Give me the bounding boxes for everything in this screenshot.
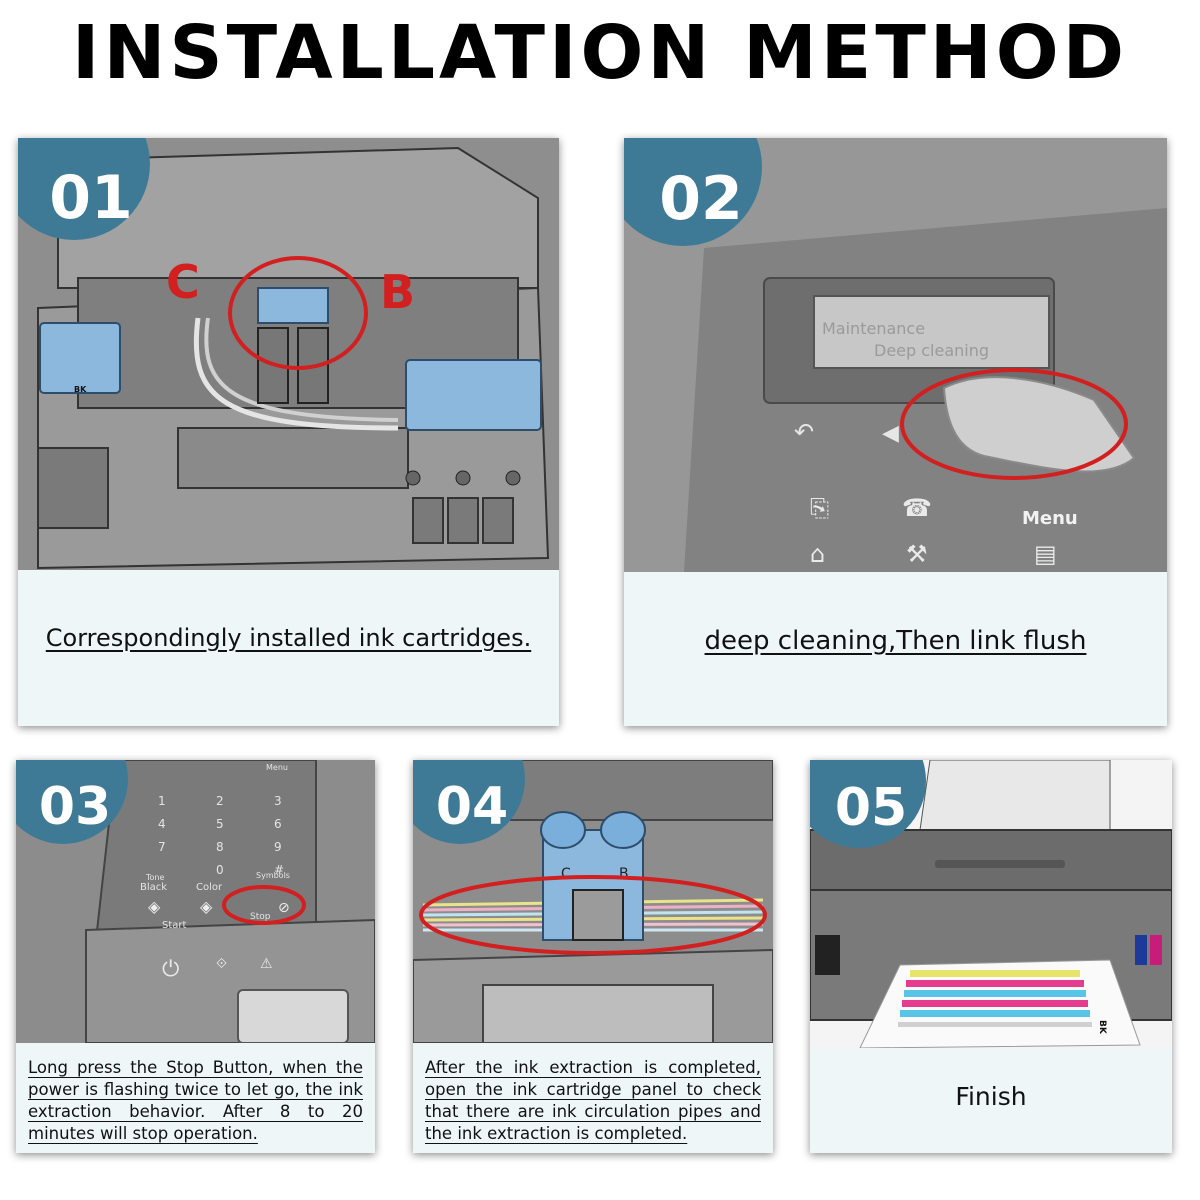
screen-line-1: Maintenance: [822, 319, 925, 338]
copy-icon: ⎘: [810, 494, 829, 522]
menu-icon: ▤: [1034, 540, 1057, 568]
symbols-label: Symbols: [256, 871, 290, 880]
printer-test-print-drawing: BK: [810, 760, 1172, 1048]
menu-label: Menu: [266, 763, 288, 772]
step-02-caption: deep cleaning,Then link flush: [704, 626, 1087, 656]
svg-text:8: 8: [216, 840, 224, 854]
step-01-caption: Correspondingly installed ink cartridges…: [45, 624, 532, 652]
svg-text:#: #: [274, 863, 284, 877]
stop-label: Stop: [250, 912, 271, 922]
back-icon: ↶: [794, 418, 814, 446]
svg-text:9: 9: [274, 840, 282, 854]
svg-text:5: 5: [216, 817, 224, 831]
step-number-badge: 03: [16, 760, 128, 844]
step-card-04: C B 04 After the ink extraction is compl…: [413, 760, 773, 1153]
black-label: Black: [140, 882, 167, 893]
step-card-05: BK 05 Finish: [810, 760, 1172, 1153]
step-number-badge: 01: [18, 138, 150, 240]
svg-text:7: 7: [158, 840, 166, 854]
printer-cartridge-bay-drawing: C B BK: [18, 138, 559, 570]
start-label: Start: [162, 920, 187, 931]
label-b: B: [619, 866, 629, 882]
step-number-badge: 02: [624, 138, 762, 246]
svg-text:4: 4: [158, 817, 166, 831]
screen-line-2: Deep cleaning: [874, 341, 989, 360]
black-start-icon: ◈: [148, 897, 161, 916]
label-bk: BK: [1097, 1020, 1107, 1035]
page-title: INSTALLATION METHOD: [71, 10, 1129, 96]
step-01-illustration: C B BK: [18, 138, 559, 570]
label-bk: BK: [74, 385, 87, 394]
svg-text:0: 0: [216, 863, 224, 877]
step-card-03: 1 2 3 4 5 6 7 8 9 0 # Tone Symbols Menu Black C…: [16, 760, 375, 1153]
tone-label: Tone: [145, 873, 164, 882]
svg-text:1: 1: [158, 794, 166, 808]
step-02-illustration: Maintenance Deep cleaning ↶ ◀ ⎘ ☎ Menu ⌂…: [624, 138, 1167, 572]
scan-icon: ⌂: [810, 540, 825, 568]
step-number-badge: 04: [413, 760, 525, 844]
step-number-badge: 05: [810, 760, 926, 848]
menu-label: Menu: [1022, 508, 1078, 529]
left-arrow-icon: ◀: [882, 421, 899, 446]
color-label: Color: [196, 882, 223, 893]
svg-text:6: 6: [274, 817, 282, 831]
stop-icon: ⊘: [278, 900, 290, 916]
svg-text:3: 3: [274, 794, 282, 808]
step-04-caption: After the ink extraction is completed, o…: [425, 1058, 761, 1143]
fax-icon: ☎: [902, 494, 932, 522]
label-c: C: [561, 866, 571, 882]
label-b: B: [380, 265, 415, 319]
step-card-01: C B BK 01 Correspondingly installed ink …: [18, 138, 559, 726]
alarm-icon: ⚠: [260, 956, 273, 972]
label-c: C: [166, 255, 200, 309]
tools-icon: ⚒: [906, 540, 928, 568]
color-start-icon: ◈: [200, 897, 213, 916]
step-03-caption: Long press the Stop Button, when the pow…: [28, 1058, 363, 1143]
power-icon: ⏻: [162, 957, 179, 982]
wifi-icon: ⟐: [216, 956, 227, 972]
svg-text:2: 2: [216, 794, 224, 808]
step-card-02: Maintenance Deep cleaning ↶ ◀ ⎘ ☎ Menu ⌂…: [624, 138, 1167, 726]
step-05-caption: Finish: [955, 1082, 1027, 1111]
